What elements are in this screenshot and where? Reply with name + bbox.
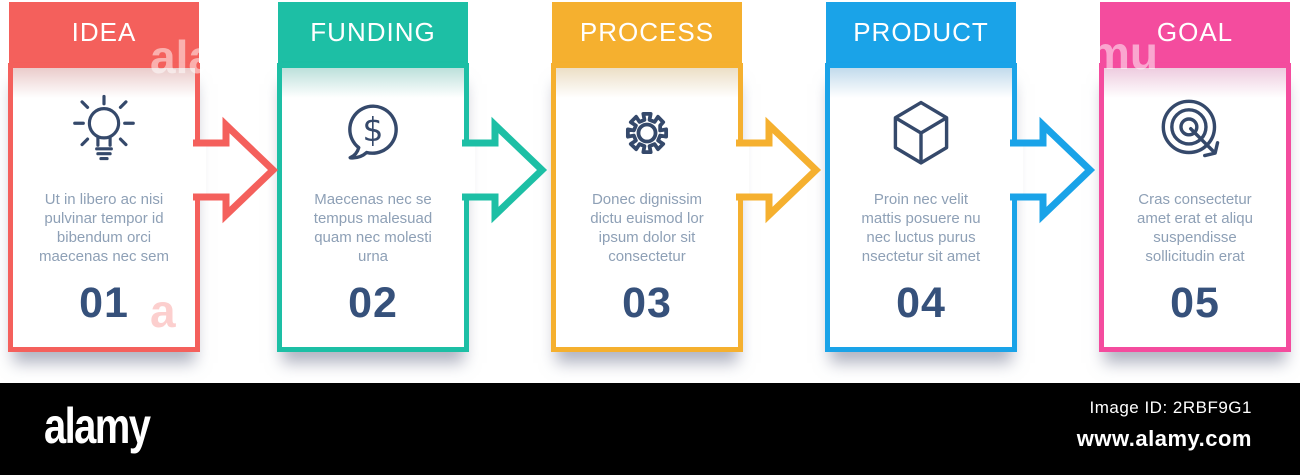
arrow-right-icon (736, 116, 822, 224)
step-body-funding: $ Maecenas nec se tempus malesuad quam n… (277, 63, 469, 352)
image-id-text: Image ID: 2RBF9G1 (1089, 398, 1252, 417)
step-description: Proin nec velit mattis posuere nu nec lu… (861, 191, 981, 265)
target-dart-icon (1156, 92, 1234, 174)
step-card-product: PRODUCT Proin nec velit mattis posuere n… (825, 2, 1096, 352)
step-number: 02 (348, 279, 398, 327)
step-card-goal: GOAL Cras consectetur amet erat et aliqu… (1099, 2, 1291, 352)
step-body-product: Proin nec velit mattis posuere nu nec lu… (825, 63, 1017, 352)
dollar-speech-bubble-icon: $ (334, 92, 412, 174)
arrow-right-icon (1010, 116, 1096, 224)
step-card-process: PROCESS Donec dignissim dictu euismod lo… (551, 2, 822, 352)
step-header-goal: GOAL (1100, 2, 1290, 63)
credit-text-block: Image ID: 2RBF9G1 www.alamy.com (1077, 398, 1252, 452)
step-title: FUNDING (310, 17, 436, 47)
step-number: 03 (622, 279, 672, 327)
step-description: Maecenas nec se tempus malesuad quam nec… (313, 191, 433, 265)
arrow-right-icon (462, 116, 548, 224)
arrow-right-icon (193, 116, 279, 224)
step-title: GOAL (1156, 17, 1234, 47)
credit-bar: alamy Image ID: 2RBF9G1 www.alamy.com (0, 383, 1300, 475)
alamy-logo: alamy (44, 398, 151, 454)
step-header-process: PROCESS (552, 2, 742, 63)
step-number: 05 (1170, 279, 1220, 327)
step-header-idea: IDEA (9, 2, 199, 63)
step-description: Ut in libero ac nisi pulvinar tempor id … (38, 191, 170, 265)
step-title: PROCESS (579, 17, 715, 47)
step-card-idea: IDEA Ut in libero ac nisi pulvinar tempo… (8, 2, 279, 352)
step-title: PRODUCT (853, 17, 989, 47)
step-number: 04 (896, 279, 946, 327)
gear-icon (608, 92, 686, 174)
step-header-funding: FUNDING (278, 2, 468, 63)
lightbulb-icon (65, 92, 143, 174)
step-body-idea: Ut in libero ac nisi pulvinar tempor id … (8, 63, 200, 352)
svg-text:$: $ (363, 110, 384, 149)
step-header-product: PRODUCT (826, 2, 1016, 63)
step-number: 01 (79, 279, 129, 327)
website-text: www.alamy.com (1076, 426, 1252, 451)
step-body-process: Donec dignissim dictu euismod lor ipsum … (551, 63, 743, 352)
step-card-funding: FUNDING $ Maecenas nec se tempus malesua… (277, 2, 548, 352)
cube-icon (882, 92, 960, 174)
step-title: IDEA (71, 17, 137, 47)
step-description: Cras consectetur amet erat et aliqu susp… (1137, 191, 1253, 265)
step-body-goal: Cras consectetur amet erat et aliqu susp… (1099, 63, 1291, 352)
step-description: Donec dignissim dictu euismod lor ipsum … (590, 191, 704, 265)
